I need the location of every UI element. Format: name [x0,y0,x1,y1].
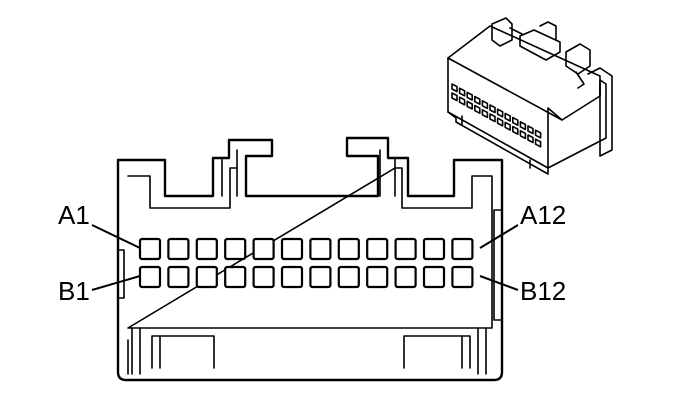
iso-cavity-a10 [519,121,527,131]
connector-bottom-slot-left [131,327,215,375]
connector-housing-outline [116,136,504,382]
iso-right-tab [587,67,613,157]
iso-cavity-a5 [481,100,489,110]
leader-b1 [91,275,141,291]
iso-cavity-a3 [466,91,473,101]
iso-cavity-a7 [496,108,504,118]
connector-side-rib-right [493,209,503,321]
cavity-a1 [138,237,162,261]
connector-face-view: A1 A12 B1 B12 [58,136,566,382]
cavity-b12 [451,265,474,289]
cavity-row-a [138,237,474,261]
iso-cavity-b3 [466,100,473,110]
iso-cavity-b5 [481,109,489,119]
iso-cavity-b12 [534,138,542,148]
cavity-b2 [167,265,190,289]
pin-label-a1: A1 [58,200,90,230]
cavity-b1 [138,265,162,289]
cavity-a7 [309,237,332,261]
cavity-a3 [195,237,218,261]
leader-a1 [91,224,141,249]
iso-cavity-a9 [511,116,519,126]
cavity-b3 [195,265,218,289]
pin-label-a12: A12 [520,200,566,230]
connector-inner-frame [127,167,493,329]
iso-cavity-a11 [527,125,534,135]
cavity-b4 [224,265,247,289]
iso-cavity-a4 [474,95,481,105]
cavity-a2 [167,237,190,261]
cavity-row-b [138,265,474,289]
connector-latch-left [212,149,238,197]
connector-isometric-view [447,17,613,175]
iso-cavity-b4 [474,104,481,114]
connector-latch-right [379,149,396,197]
connector-bottom-slot-right [403,327,487,375]
cavity-b7 [309,265,332,289]
iso-cavity-a12 [534,129,542,139]
iso-cavity-b9 [511,125,519,135]
cavity-b10 [394,265,417,289]
iso-cavity-a2 [458,87,466,97]
iso-latch-left [491,17,523,47]
iso-housing-front [447,57,563,169]
iso-cavity-b10 [519,130,527,140]
cavity-a8 [337,237,360,261]
cavity-a9 [366,237,389,261]
cavity-b8 [337,265,360,289]
cavity-b9 [366,265,389,289]
iso-cavity-grid [451,83,542,148]
cavity-b11 [422,265,446,289]
cavity-a10 [394,237,417,261]
cavity-a6 [280,237,304,261]
cavity-a4 [224,237,247,261]
cavity-b6 [280,265,304,289]
iso-cavity-b6 [489,113,496,123]
iso-housing-side [547,79,607,169]
iso-cavity-a6 [489,104,496,114]
iso-cavity-b2 [458,96,466,106]
iso-cavity-b1 [451,92,458,102]
connector-side-rib-left [117,249,125,299]
iso-latch-center [519,21,561,61]
cavity-b5 [252,265,275,289]
pin-label-b12: B12 [520,276,566,306]
iso-cavity-a1 [451,83,458,93]
iso-bottom-edge [447,111,549,175]
leader-b12 [479,275,519,291]
iso-cavity-b7 [496,117,504,127]
cavity-a5 [252,237,275,261]
iso-cavity-b8 [504,121,511,131]
leader-a12 [479,224,519,249]
iso-cavity-b11 [527,134,534,144]
cavity-a11 [422,237,446,261]
iso-cavity-a8 [504,112,511,122]
pin-label-b1: B1 [58,276,90,306]
cavity-a12 [451,237,474,261]
iso-latch-right [565,43,591,89]
